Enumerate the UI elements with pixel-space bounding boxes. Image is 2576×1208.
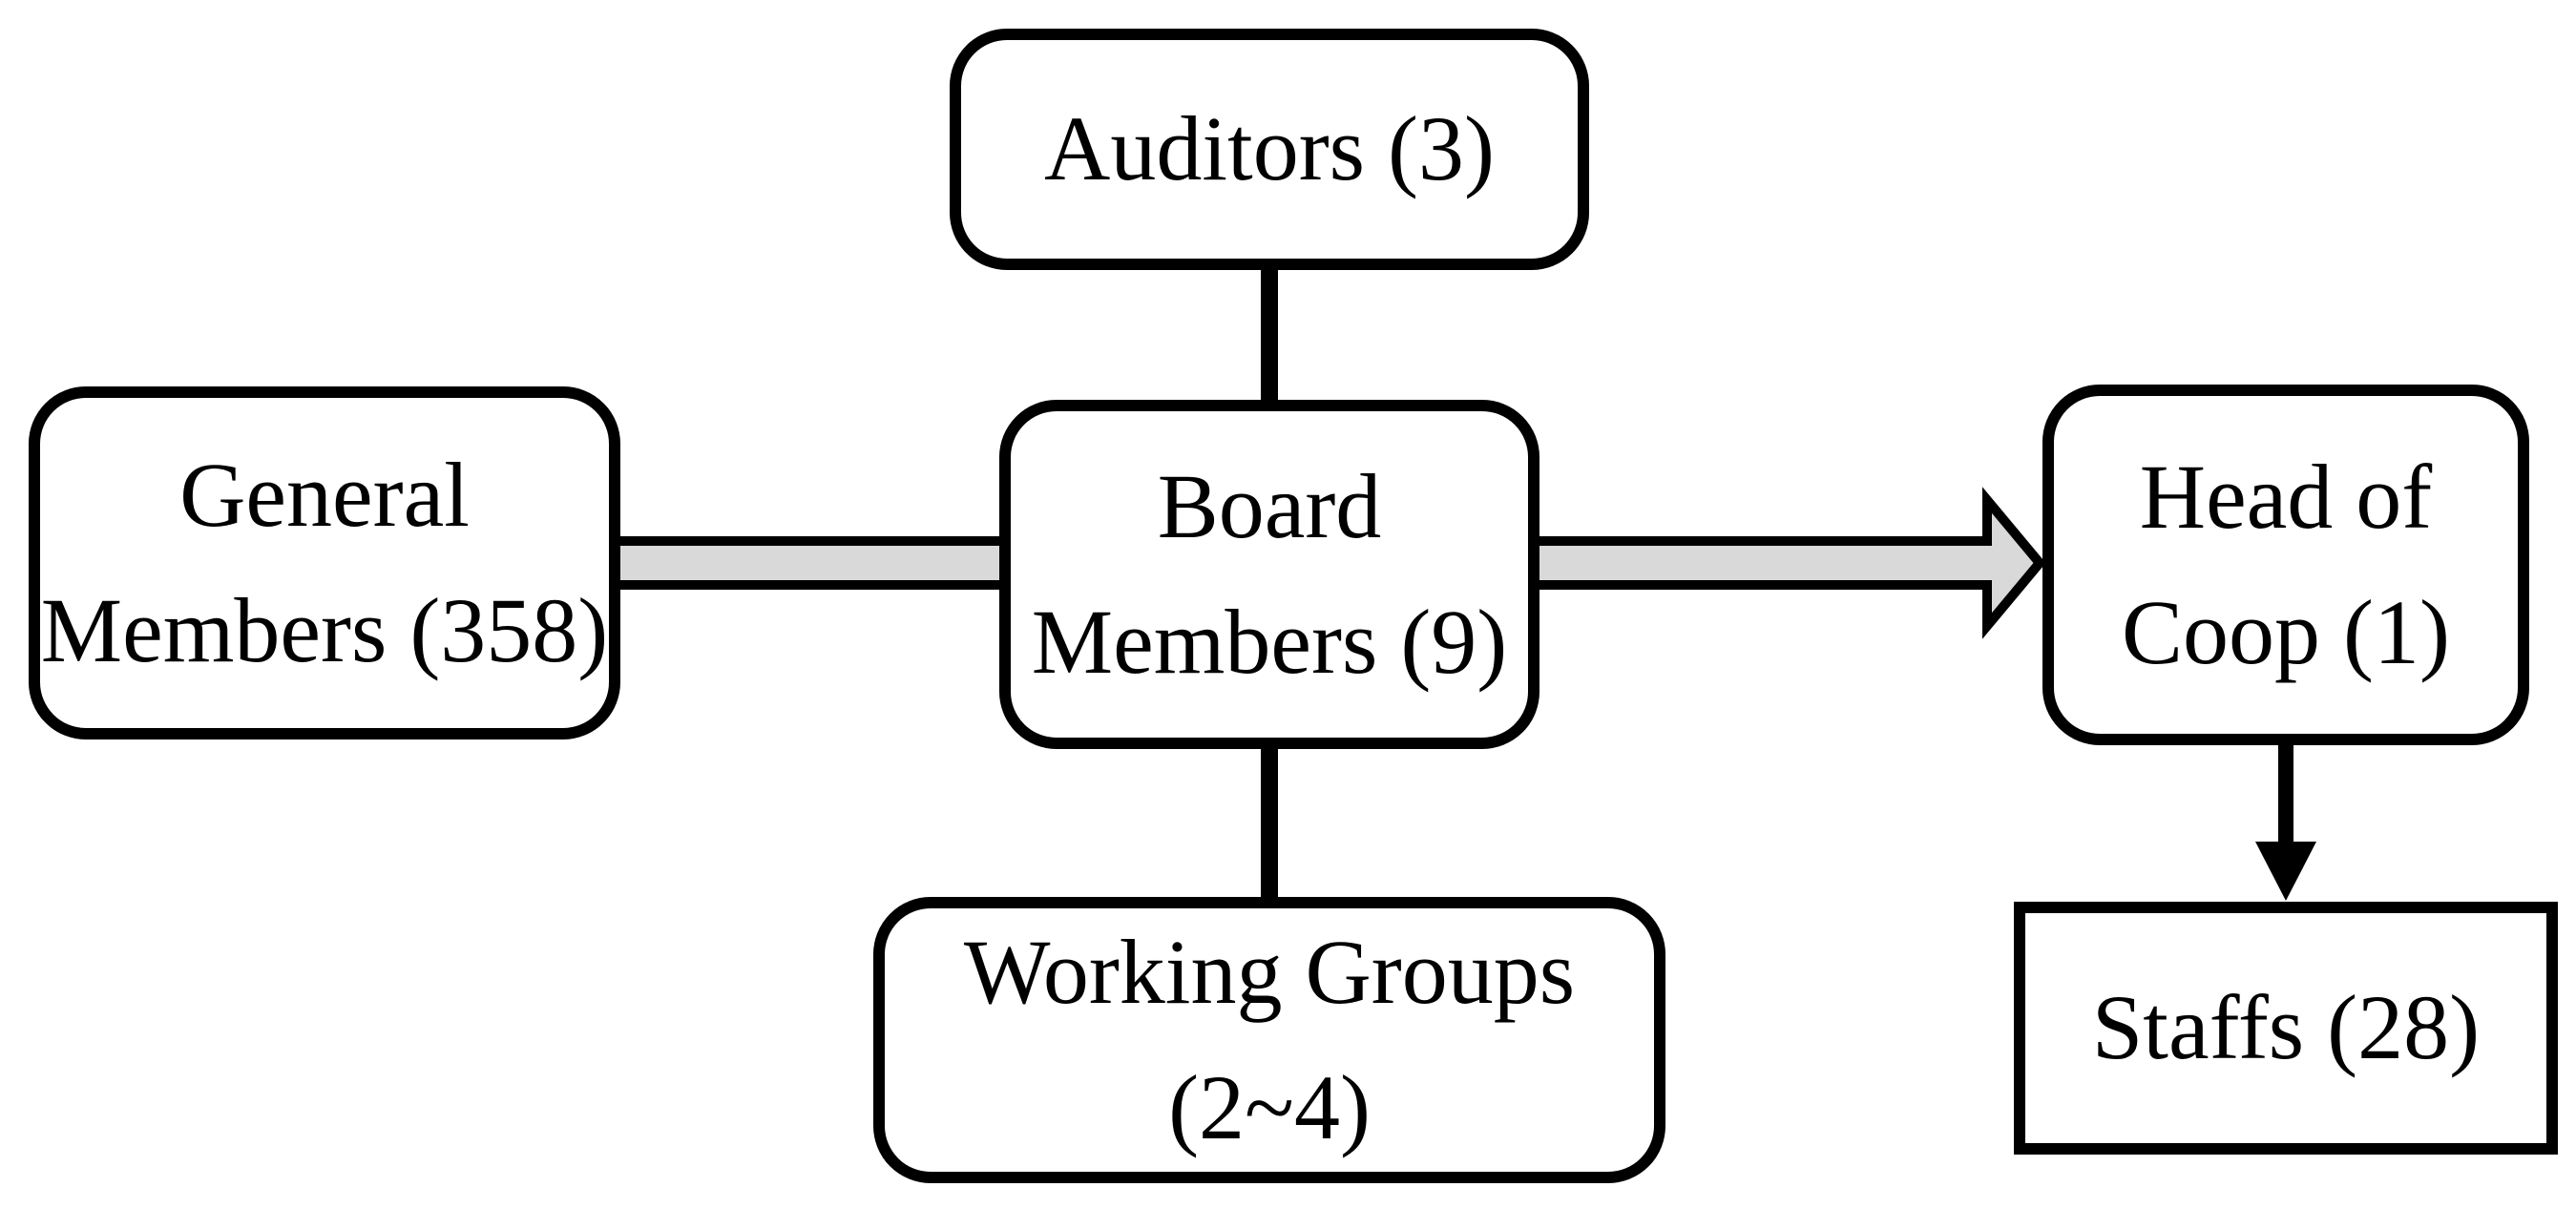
node-general-members-line1: General xyxy=(179,443,470,546)
board-to-head-block-arrow xyxy=(1522,487,2046,639)
node-auditors-label: Auditors (3) xyxy=(1044,97,1495,200)
node-general-members: General Members (358) xyxy=(29,386,620,739)
node-working-groups: Working Groups (2~4) xyxy=(873,897,1665,1183)
node-board-members-line2: Members (9) xyxy=(1031,591,1508,693)
node-working-groups-line1: Working Groups xyxy=(963,920,1576,1023)
node-staffs: Staffs (28) xyxy=(2014,902,2558,1155)
general-to-board-band xyxy=(606,536,1009,590)
node-board-members-line1: Board xyxy=(1157,454,1382,557)
node-head-of-coop: Head of Coop (1) xyxy=(2042,385,2529,745)
auditors-board-connector xyxy=(1261,258,1278,412)
node-working-groups-line2: (2~4) xyxy=(1168,1056,1371,1158)
node-auditors: Auditors (3) xyxy=(950,29,1589,270)
node-staffs-label: Staffs (28) xyxy=(2091,976,2481,1079)
node-board-members: Board Members (9) xyxy=(999,400,1539,749)
head-to-staffs-arrowhead xyxy=(2255,842,2316,901)
board-working-groups-connector xyxy=(1261,739,1278,911)
node-general-members-line2: Members (358) xyxy=(40,579,609,681)
head-to-staffs-arrow-line xyxy=(2278,739,2293,846)
node-head-of-coop-line1: Head of xyxy=(2139,445,2433,548)
node-head-of-coop-line2: Coop (1) xyxy=(2122,581,2450,683)
